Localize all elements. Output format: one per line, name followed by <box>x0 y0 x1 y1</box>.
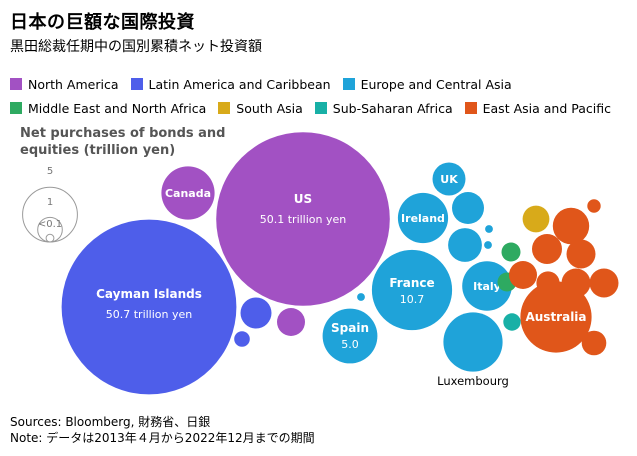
size-key-circle <box>45 233 55 243</box>
sources-note: Sources: Bloomberg, 財務省、日銀 <box>10 415 211 429</box>
legend-item-north-america: North America <box>10 77 119 92</box>
bubble-spain <box>322 308 378 364</box>
bubble-b18 <box>240 297 272 329</box>
chart-subtitle: 黒田総裁任期中の国別累積ネット投資額 <box>10 39 262 55</box>
bubble-label: Cayman Islands <box>96 287 202 301</box>
legend-swatch <box>342 78 355 90</box>
legend-swatch <box>130 78 143 90</box>
bubble-label-luxembourg: Luxembourg <box>437 374 509 388</box>
bubble-b13 <box>452 192 484 224</box>
bubble-b27 <box>532 234 562 264</box>
bubble-value-label: 5.0 <box>341 338 359 351</box>
legend-item-europe: Europe and Central Asia <box>342 76 512 92</box>
bubble-value-label: 50.7 trillion yen <box>106 308 193 321</box>
bubble-b21 <box>501 242 521 262</box>
size-key-label: 5 <box>47 166 53 177</box>
bubble-value-label: 50.1 trillion yen <box>260 213 347 226</box>
footnotes: Sources: Bloomberg, 財務省、日銀 Note: データは201… <box>10 414 315 446</box>
bubble-b24 <box>522 205 550 233</box>
bubble-b16 <box>484 241 492 249</box>
bubble-label: UK <box>440 173 458 186</box>
bubble-b17 <box>357 293 365 301</box>
legend-swatch <box>464 102 477 114</box>
legend-label: North America <box>28 76 119 92</box>
bubble-label: Ireland <box>401 212 445 225</box>
bubble-label: Australia <box>525 310 586 324</box>
bubble-italy <box>462 261 512 311</box>
legend-swatch <box>10 78 22 90</box>
bubble-canada <box>161 166 215 220</box>
bubble-australia <box>520 281 592 353</box>
bubble-b26 <box>587 199 601 213</box>
bubble-b14 <box>448 228 482 262</box>
bubble-ireland <box>397 192 449 244</box>
size-key-title-line2: equities (trillion yen) <box>20 143 175 158</box>
bubble-b15 <box>485 225 493 233</box>
legend-row: Middle East and North Africa South Asia … <box>10 96 630 120</box>
period-note: Note: データは2013年４月から2022年12月までの期間 <box>10 431 315 445</box>
bubble-cayman-islands <box>61 219 237 395</box>
bubble-uk <box>432 162 466 196</box>
bubble-b28 <box>509 261 537 289</box>
bubble-b32 <box>536 271 560 295</box>
legend-label: Sub-Saharan Africa <box>332 100 453 116</box>
size-key-label: 1 <box>47 197 53 208</box>
bubble-b23 <box>503 313 521 331</box>
bubble-label: Spain <box>331 321 369 335</box>
legend-label: East Asia and Pacific <box>482 100 611 116</box>
legend-label: Europe and Central Asia <box>360 76 512 92</box>
bubble-label: US <box>294 192 312 206</box>
legend: North America Latin America and Caribbea… <box>10 72 630 120</box>
size-key-title-line1: Net purchases of bonds and <box>20 126 225 141</box>
bubble-b31 <box>589 268 619 298</box>
legend-swatch <box>314 102 327 114</box>
bubble-us <box>216 132 390 306</box>
legend-item-east-asia: East Asia and Pacific <box>464 100 611 116</box>
bubble-b30 <box>561 268 591 298</box>
bubble-value-label: 10.7 <box>400 293 425 306</box>
bubble-b25 <box>552 207 590 245</box>
bubble-label: Italy <box>473 280 501 293</box>
bubble-label: Canada <box>165 187 211 200</box>
legend-swatch <box>218 102 231 114</box>
legend-label: Middle East and North Africa <box>28 100 207 116</box>
bubble-b19 <box>234 331 250 347</box>
legend-row: North America Latin America and Caribbea… <box>10 72 630 96</box>
legend-item-middle-east: Middle East and North Africa <box>10 101 206 116</box>
size-key: Net purchases of bonds and equities (tri… <box>20 126 225 243</box>
bubble-luxembourg <box>443 312 503 372</box>
legend-item-sub-saharan: Sub-Saharan Africa <box>314 100 453 116</box>
legend-swatch <box>10 102 22 114</box>
legend-label: South Asia <box>236 100 303 116</box>
legend-item-south-asia: South Asia <box>218 101 303 116</box>
legend-label: Latin America and Caribbean <box>148 76 331 92</box>
size-key-label: <0.1 <box>38 219 62 230</box>
bubble-b29 <box>566 239 596 269</box>
bubble-label: France <box>389 276 434 290</box>
bubble-b20 <box>277 308 305 336</box>
chart-title: 日本の巨額な国際投資 <box>10 12 195 33</box>
bubble-france <box>371 249 453 331</box>
legend-item-latin-america: Latin America and Caribbean <box>130 76 331 92</box>
bubble-b33 <box>581 330 607 356</box>
